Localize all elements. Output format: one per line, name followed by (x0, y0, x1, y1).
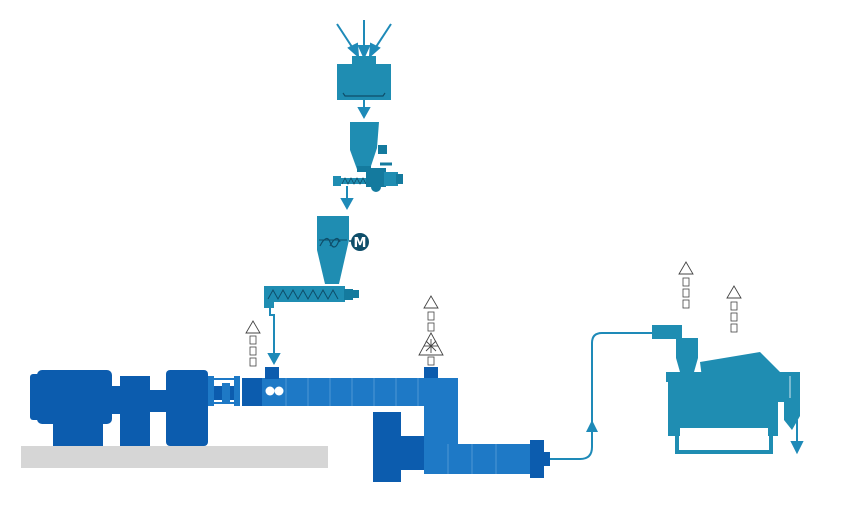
coupling (208, 376, 240, 406)
flow-arrow-icon (586, 420, 598, 432)
storage-bin (337, 56, 391, 100)
secondary-extruder (373, 412, 550, 482)
transfer-line (550, 332, 652, 460)
dosing-feeder (333, 122, 403, 192)
extruder-barrel (242, 367, 458, 450)
mixing-hopper: M (317, 216, 369, 284)
cooling-unit (652, 325, 800, 454)
side-screw-feeder (264, 286, 359, 308)
vent-triangle-icon (678, 261, 694, 309)
vent-triangle-icon (726, 285, 742, 333)
flow-arrow-icon (790, 420, 804, 455)
vacuum-burst-icon (418, 295, 444, 366)
flow-arrow-icon (340, 186, 354, 211)
feed-line (267, 308, 281, 366)
gearbox (120, 370, 208, 446)
vent-triangle-icon (245, 320, 261, 367)
machine-floor (21, 446, 328, 468)
material-inflow-arrows (336, 20, 392, 60)
mixer-motor-label: M (354, 236, 367, 251)
drive-motor (30, 370, 121, 446)
motor-circle-icon (351, 233, 369, 251)
flow-arrow-icon (357, 100, 371, 120)
twin-screw-icon (265, 386, 275, 396)
